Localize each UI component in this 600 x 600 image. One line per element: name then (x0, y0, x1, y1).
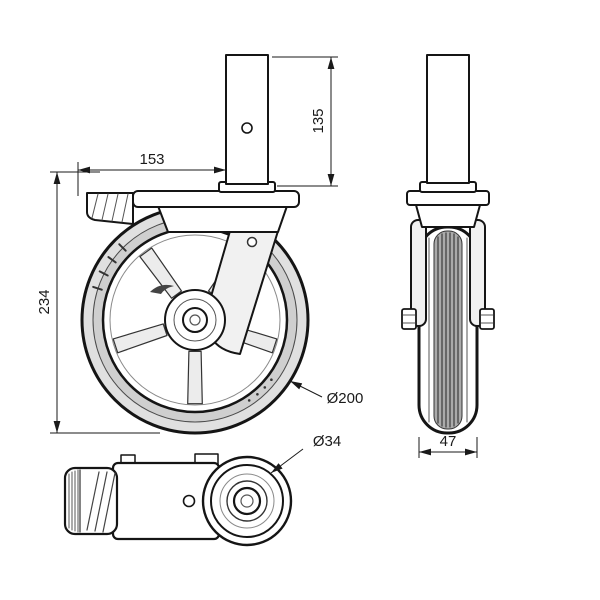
brake-pedal-bottom (63, 466, 119, 536)
dim-text-dia34: Ø34 (313, 433, 341, 450)
swivel-bell-side (415, 204, 481, 228)
fork-rivet (246, 236, 258, 248)
fork-leg-left (410, 219, 427, 327)
tread-grooves (437, 232, 459, 428)
brand-mark (150, 284, 174, 294)
wheel-hub (164, 289, 226, 351)
leader-line (289, 380, 323, 398)
tire-markings (92, 243, 127, 291)
dim-text-153: 153 (139, 151, 164, 168)
axle-nut-right (479, 308, 495, 330)
dim-text-234: 234 (36, 289, 53, 314)
dimension-234: 234 (36, 171, 160, 434)
stem-front (218, 54, 276, 193)
mounting-plate-side (406, 190, 490, 206)
tread-band (433, 230, 463, 430)
tire-sidewall-print (247, 378, 273, 402)
side-view (401, 54, 495, 435)
dimension-153: 153 (77, 151, 226, 196)
dimension-135: 135 (272, 56, 338, 187)
swivel-bell (157, 205, 288, 233)
fork-leg-right (469, 219, 486, 327)
mounting-plate (132, 190, 300, 208)
stem-hole (241, 122, 253, 134)
swivel-circles-bottom (201, 455, 293, 547)
housing-bolt-hole (182, 494, 196, 508)
axle-nut-left (401, 308, 417, 330)
dimension-47: 47 (418, 433, 478, 458)
brake-lever-front (86, 192, 134, 225)
dim-text-135: 135 (310, 108, 327, 133)
leader-diameter-34: Ø34 (270, 433, 341, 474)
dim-text-dia200: Ø200 (327, 390, 364, 407)
front-view (80, 54, 310, 435)
dimensions: 153 135 234 Ø200 47 (36, 56, 478, 474)
leader-diameter-200: Ø200 (289, 380, 364, 407)
bottom-view (63, 453, 293, 547)
stem-side (426, 54, 470, 184)
dim-text-47: 47 (440, 433, 457, 450)
rim-ring (109, 234, 281, 406)
leader-line (270, 448, 304, 474)
